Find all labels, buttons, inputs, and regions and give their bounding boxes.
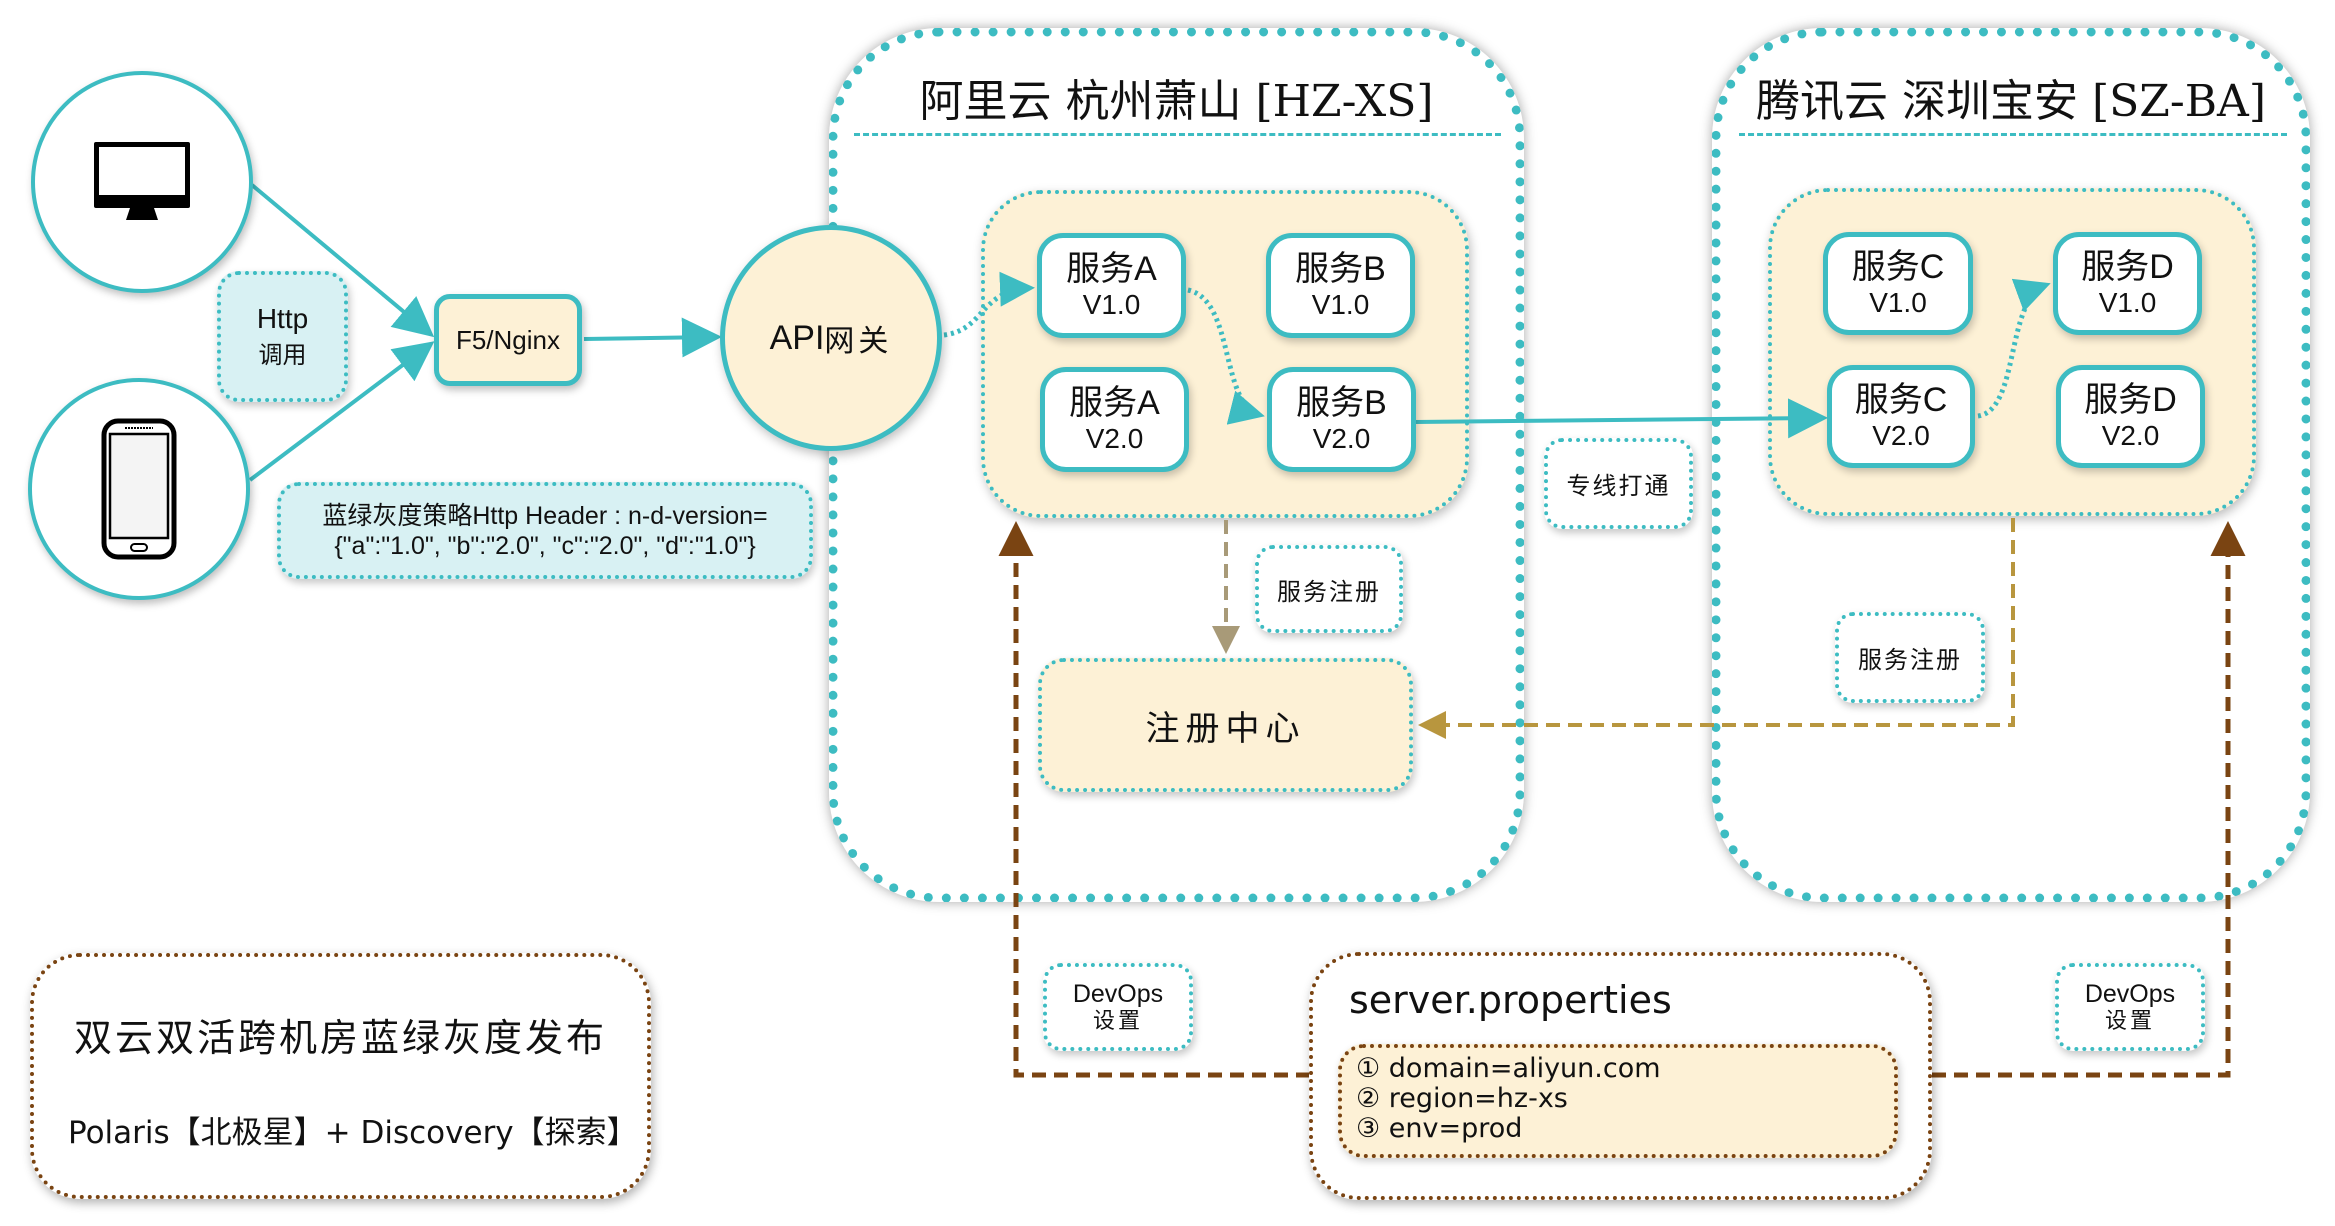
register-note-label: 服务注册 [1277, 577, 1381, 606]
service-d-v2[interactable]: 服务D V2.0 [2056, 365, 2205, 468]
service-version: V2.0 [1872, 419, 1930, 451]
diagram-title-box: 双云双活跨机房蓝绿灰度发布 Polaris【北极星】+ Discovery【探索… [30, 953, 651, 1199]
devops-note-line1: DevOps [2084, 979, 2176, 1008]
service-version: V1.0 [1311, 288, 1370, 320]
service-b-v1[interactable]: 服务B V1.0 [1266, 233, 1415, 338]
register-note-hz-xs: 服务注册 [1255, 545, 1403, 633]
diagram-title: 双云双活跨机房蓝绿灰度发布 [73, 1016, 607, 1060]
service-c-v1[interactable]: 服务C V1.0 [1823, 232, 1973, 335]
client-mobile [28, 378, 250, 600]
api-gateway-label-cn: 网关 [824, 324, 893, 359]
strategy-note: 蓝绿灰度策略Http Header : n-d-version= {"a":"1… [277, 482, 813, 579]
devops-note-hz-xs: DevOps 设置 [1043, 963, 1193, 1051]
devops-note-line2: 设置 [1092, 1008, 1143, 1034]
property-entry: ③ env=prod [1356, 1113, 1523, 1145]
load-balancer-label: F5/Nginx [455, 324, 561, 355]
service-name: 服务C [1854, 380, 1948, 419]
desktop-monitor-icon [94, 142, 190, 220]
cloud-divider [854, 133, 1501, 136]
api-gateway-node[interactable]: API 网关 [720, 225, 942, 451]
service-version: V2.0 [1085, 422, 1144, 454]
service-version: V1.0 [1082, 288, 1141, 320]
diagram-subtitle: Polaris【北极星】+ Discovery【探索】 [68, 1115, 638, 1151]
cloud-divider [1739, 133, 2287, 136]
service-c-v2[interactable]: 服务C V2.0 [1827, 365, 1975, 468]
registry-center-label: 注册中心 [1145, 708, 1306, 749]
server-properties-box: server.properties ① domain=aliyun.com ② … [1309, 952, 1932, 1200]
cloud-title: 阿里云 杭州萧山 [HZ-XS] [919, 76, 1434, 127]
strategy-note-line2: {"a":"1.0", "b":"2.0", "c":"2.0", "d":"1… [334, 531, 756, 560]
cloud-title: 腾讯云 深圳宝安 [SZ-BA] [1756, 76, 2266, 127]
dedicated-line-label: 专线打通 [1566, 472, 1671, 500]
service-version: V1.0 [2098, 286, 2157, 318]
service-name: 服务B [1296, 383, 1387, 422]
property-entry: ② region=hz-xs [1356, 1083, 1568, 1115]
connector-lb-to-gateway [583, 317, 722, 358]
service-name: 服务D [2084, 380, 2177, 419]
register-note-sz-ba: 服务注册 [1835, 612, 1985, 703]
service-a-v1[interactable]: 服务A V1.0 [1037, 233, 1186, 338]
devops-note-line1: DevOps [1072, 979, 1164, 1008]
smartphone-icon [101, 418, 177, 560]
http-call-note-line2: 调用 [258, 341, 307, 369]
service-d-v1[interactable]: 服务D V1.0 [2053, 232, 2202, 335]
devops-note-line2: 设置 [2104, 1008, 2155, 1034]
service-name: 服务A [1069, 383, 1160, 422]
devops-note-sz-ba: DevOps 设置 [2055, 963, 2205, 1051]
load-balancer-node[interactable]: F5/Nginx [434, 294, 582, 386]
service-a-v2[interactable]: 服务A V2.0 [1040, 367, 1189, 472]
dedicated-line-note: 专线打通 [1544, 438, 1693, 529]
register-note-label: 服务注册 [1858, 646, 1962, 674]
property-entry: ① domain=aliyun.com [1356, 1053, 1661, 1084]
service-b-v2[interactable]: 服务B V2.0 [1267, 367, 1416, 472]
service-version: V2.0 [1312, 422, 1371, 454]
strategy-note-line1: 蓝绿灰度策略Http Header : n-d-version= [322, 501, 768, 530]
service-version: V2.0 [2101, 419, 2160, 451]
service-name: 服务D [2081, 247, 2174, 286]
http-call-note: Http 调用 [217, 271, 348, 402]
http-call-note-line1: Http [256, 303, 309, 334]
server-properties-entries: ① domain=aliyun.com ② region=hz-xs ③ env… [1338, 1044, 1898, 1158]
api-gateway-label-en: API [769, 318, 825, 357]
server-properties-title: server.properties [1349, 978, 1672, 1022]
service-name: 服务B [1295, 249, 1386, 288]
service-version: V1.0 [1869, 286, 1927, 318]
client-desktop [31, 71, 253, 293]
service-name: 服务C [1851, 247, 1945, 286]
service-name: 服务A [1066, 249, 1157, 288]
registry-center[interactable]: 注册中心 [1038, 658, 1413, 792]
